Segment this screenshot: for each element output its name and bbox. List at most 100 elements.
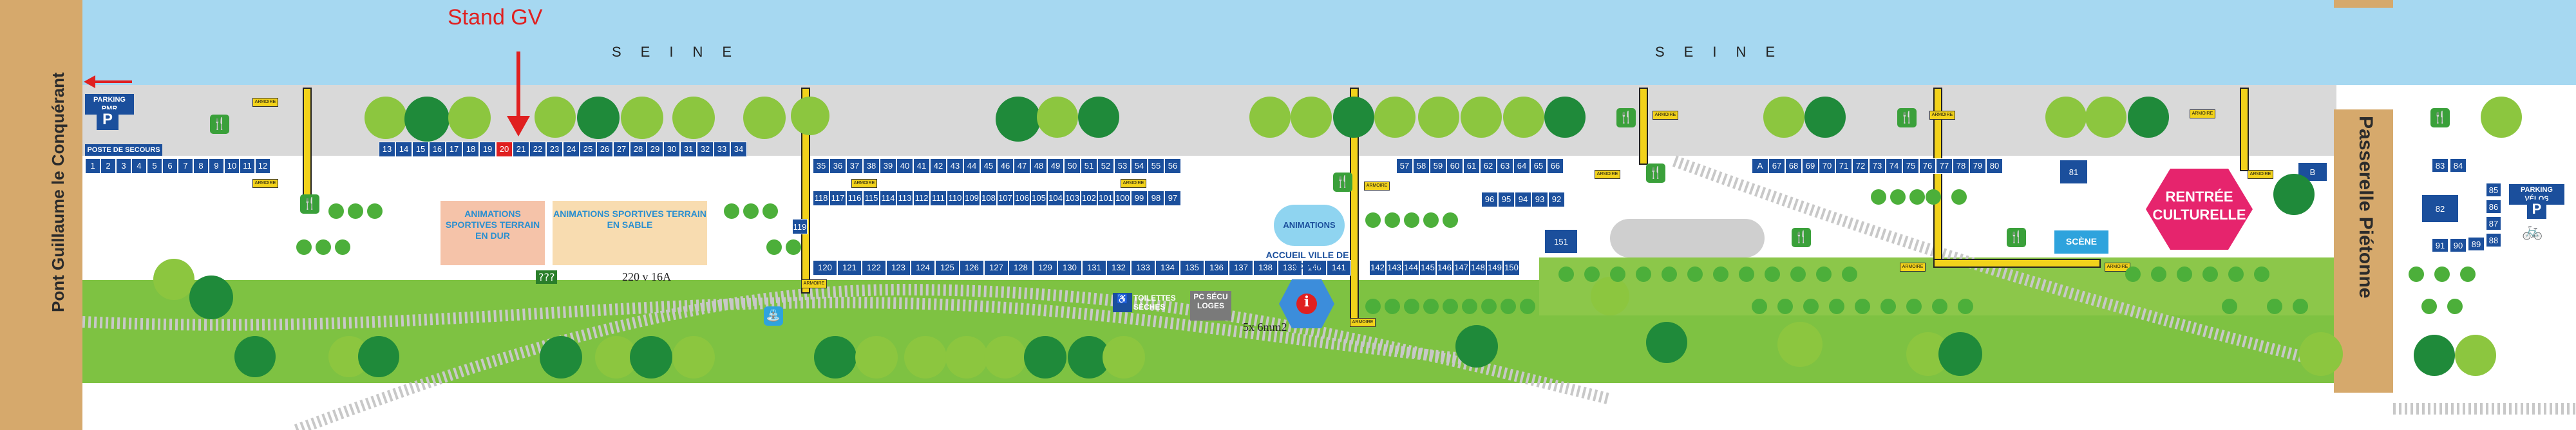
booth-123[interactable]: 123: [886, 260, 911, 276]
booth-51[interactable]: 51: [1081, 158, 1097, 174]
booth-147[interactable]: 147: [1453, 260, 1470, 276]
booth-36[interactable]: 36: [829, 158, 846, 174]
booth-151[interactable]: 151: [1544, 229, 1578, 254]
booth-5[interactable]: 5: [147, 158, 162, 174]
booth-150[interactable]: 150: [1503, 260, 1520, 276]
booth-103[interactable]: 103: [1064, 191, 1081, 206]
booth-15[interactable]: 15: [412, 142, 429, 157]
booth-120[interactable]: 120: [813, 260, 837, 276]
booth-138[interactable]: 138: [1253, 260, 1278, 276]
booth-44[interactable]: 44: [963, 158, 980, 174]
booth-137[interactable]: 137: [1229, 260, 1253, 276]
booth-100[interactable]: 100: [1114, 191, 1131, 206]
booth-90[interactable]: 90: [2450, 238, 2467, 252]
booth-52[interactable]: 52: [1097, 158, 1114, 174]
booth-148[interactable]: 148: [1470, 260, 1486, 276]
booth-106[interactable]: 106: [1014, 191, 1030, 206]
booth-67[interactable]: 67: [1768, 158, 1785, 174]
booth-142[interactable]: 142: [1369, 260, 1386, 276]
booth-124[interactable]: 124: [911, 260, 935, 276]
booth-111[interactable]: 111: [930, 191, 947, 206]
booth-130[interactable]: 130: [1057, 260, 1082, 276]
booth-12[interactable]: 12: [255, 158, 270, 174]
booth-58[interactable]: 58: [1413, 158, 1430, 174]
booth-62[interactable]: 62: [1480, 158, 1497, 174]
booth-94[interactable]: 94: [1515, 192, 1531, 207]
booth-82[interactable]: 82: [2421, 194, 2459, 223]
booth-96[interactable]: 96: [1481, 192, 1498, 207]
booth-91[interactable]: 91: [2432, 238, 2448, 252]
booth-97[interactable]: 97: [1164, 191, 1181, 206]
booth-107[interactable]: 107: [997, 191, 1014, 206]
booth-102[interactable]: 102: [1081, 191, 1097, 206]
booth-132[interactable]: 132: [1106, 260, 1131, 276]
booth-50[interactable]: 50: [1064, 158, 1081, 174]
booth-105[interactable]: 105: [1030, 191, 1047, 206]
booth-17[interactable]: 17: [446, 142, 462, 157]
booth-127[interactable]: 127: [984, 260, 1009, 276]
booth-16[interactable]: 16: [429, 142, 446, 157]
booth-20[interactable]: 20: [496, 142, 513, 157]
booth-43[interactable]: 43: [947, 158, 963, 174]
booth-34[interactable]: 34: [730, 142, 747, 157]
booth-1[interactable]: 1: [85, 158, 100, 174]
booth-116[interactable]: 116: [846, 191, 863, 206]
booth-113[interactable]: 113: [896, 191, 913, 206]
booth-24[interactable]: 24: [563, 142, 580, 157]
booth-32[interactable]: 32: [697, 142, 714, 157]
booth-80[interactable]: 80: [1986, 158, 2003, 174]
booth-81[interactable]: 81: [2060, 160, 2088, 184]
booth-117[interactable]: 117: [829, 191, 846, 206]
booth-59[interactable]: 59: [1430, 158, 1446, 174]
booth-69[interactable]: 69: [1802, 158, 1819, 174]
booth-98[interactable]: 98: [1148, 191, 1164, 206]
booth-53[interactable]: 53: [1114, 158, 1131, 174]
booth-2[interactable]: 2: [100, 158, 116, 174]
booth-25[interactable]: 25: [580, 142, 596, 157]
booth-143[interactable]: 143: [1386, 260, 1403, 276]
booth-93[interactable]: 93: [1531, 192, 1548, 207]
booth-68[interactable]: 68: [1785, 158, 1802, 174]
booth-121[interactable]: 121: [837, 260, 862, 276]
booth-114[interactable]: 114: [880, 191, 896, 206]
booth-27[interactable]: 27: [613, 142, 630, 157]
booth-54[interactable]: 54: [1131, 158, 1148, 174]
booth-78[interactable]: 78: [1953, 158, 1969, 174]
booth-29[interactable]: 29: [647, 142, 663, 157]
booth-65[interactable]: 65: [1530, 158, 1547, 174]
booth-115[interactable]: 115: [863, 191, 880, 206]
booth-28[interactable]: 28: [630, 142, 647, 157]
booth-22[interactable]: 22: [529, 142, 546, 157]
booth-108[interactable]: 108: [980, 191, 997, 206]
booth-109[interactable]: 109: [963, 191, 980, 206]
booth-40[interactable]: 40: [896, 158, 913, 174]
booth-104[interactable]: 104: [1047, 191, 1064, 206]
booth-70[interactable]: 70: [1819, 158, 1835, 174]
booth-23[interactable]: 23: [546, 142, 563, 157]
booth-11[interactable]: 11: [240, 158, 255, 174]
booth-10[interactable]: 10: [224, 158, 240, 174]
booth-42[interactable]: 42: [930, 158, 947, 174]
booth-21[interactable]: 21: [513, 142, 529, 157]
booth-72[interactable]: 72: [1852, 158, 1869, 174]
booth-149[interactable]: 149: [1486, 260, 1503, 276]
booth-79[interactable]: 79: [1969, 158, 1986, 174]
booth-74[interactable]: 74: [1886, 158, 1902, 174]
booth-119[interactable]: 119: [792, 219, 808, 234]
booth-146[interactable]: 146: [1436, 260, 1453, 276]
booth-144[interactable]: 144: [1403, 260, 1419, 276]
booth-131[interactable]: 131: [1082, 260, 1106, 276]
booth-134[interactable]: 134: [1155, 260, 1180, 276]
booth-64[interactable]: 64: [1513, 158, 1530, 174]
booth-9[interactable]: 9: [209, 158, 224, 174]
booth-92[interactable]: 92: [1548, 192, 1565, 207]
booth-133[interactable]: 133: [1131, 260, 1155, 276]
booth-88[interactable]: 88: [2486, 233, 2501, 247]
booth-7[interactable]: 7: [178, 158, 193, 174]
booth-77[interactable]: 77: [1936, 158, 1953, 174]
booth-129[interactable]: 129: [1033, 260, 1057, 276]
booth-13[interactable]: 13: [379, 142, 395, 157]
booth-83[interactable]: 83: [2432, 158, 2448, 173]
booth-140[interactable]: 140: [1302, 260, 1327, 276]
booth-101[interactable]: 101: [1097, 191, 1114, 206]
